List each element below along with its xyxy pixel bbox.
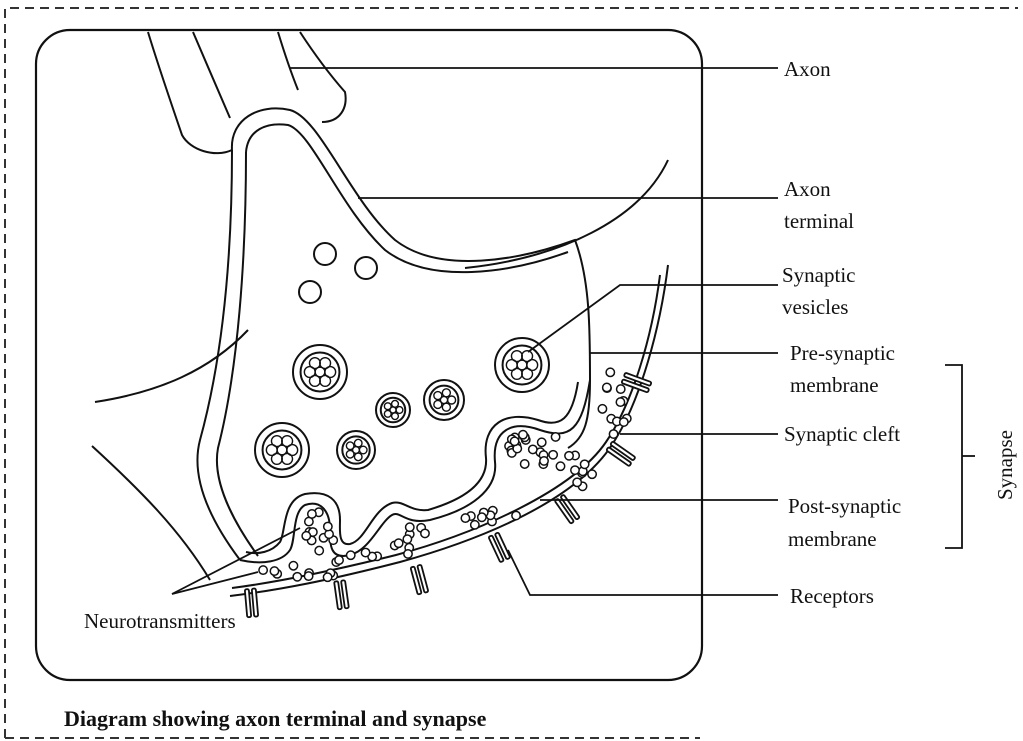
neurotransmitter-dot: [512, 511, 520, 519]
neurotransmitter-dot: [510, 437, 518, 445]
neurotransmitter-dot: [549, 451, 557, 459]
label-synaptic-vesicles-1: Synaptic: [782, 263, 856, 287]
neurotransmitter-dot: [361, 548, 369, 556]
pre-synaptic-membrane: [240, 380, 590, 562]
neurotransmitter-dot: [573, 478, 581, 486]
neurotransmitter-dot: [551, 433, 559, 441]
axon-terminal: [197, 108, 590, 560]
neurotransmitter-dot: [323, 573, 331, 581]
neurotransmitter-dot: [471, 521, 479, 529]
neurotransmitter-dot: [556, 462, 564, 470]
neurotransmitter-dot: [609, 430, 617, 438]
neurotransmitter-dot: [519, 431, 527, 439]
neurotransmitter-dot: [478, 513, 486, 521]
neurotransmitter-dot: [529, 445, 537, 453]
receptor: [488, 532, 510, 562]
neurotransmitter-dot: [616, 398, 624, 406]
synaptic-vesicle: [376, 393, 410, 427]
synaptic-vesicle: [255, 423, 309, 477]
axon: [148, 32, 346, 153]
label-axon: Axon: [784, 57, 831, 81]
neurotransmitter-dot: [421, 529, 429, 537]
post-synaptic-membrane: [230, 265, 668, 596]
label-synapse: Synapse: [993, 430, 1017, 500]
synaptic-vesicle: [293, 345, 347, 399]
neurotransmitter-dot: [289, 562, 297, 570]
receptors: [245, 373, 652, 618]
receptor: [411, 565, 429, 595]
synaptic-vesicle: [424, 380, 464, 420]
neurotransmitter-dot: [259, 566, 267, 574]
label-pre-synaptic-2: membrane: [790, 373, 879, 397]
neurotransmitter-dot: [308, 510, 316, 518]
neurotransmitter-dot: [404, 550, 412, 558]
receptor: [334, 580, 349, 609]
receptor: [555, 495, 580, 524]
neurotransmitter-dot: [304, 572, 312, 580]
neurotransmitter-dot: [571, 466, 579, 474]
neurotransmitter-dot: [347, 551, 355, 559]
synaptic-vesicles: [255, 243, 549, 477]
neurotransmitter-dot: [270, 567, 278, 575]
neurotransmitter-dot: [403, 535, 411, 543]
label-post-synaptic-2: membrane: [788, 527, 877, 551]
neurotransmitter-dot: [394, 539, 402, 547]
synaptic-vesicle: [495, 338, 549, 392]
diagram-caption: Diagram showing axon terminal and synaps…: [64, 706, 487, 731]
neurotransmitter-dot: [565, 452, 573, 460]
synaptic-vesicle: [337, 431, 375, 469]
neighbouring-cells: [92, 160, 668, 580]
neurotransmitter-dot: [520, 460, 528, 468]
synaptic-vesicle: [314, 243, 336, 265]
neurotransmitter-dot: [598, 405, 606, 413]
neurotransmitter-dot: [580, 460, 588, 468]
neurotransmitter-dot: [606, 368, 614, 376]
neurotransmitter-dot: [315, 546, 323, 554]
label-receptors: Receptors: [790, 584, 874, 608]
neurotransmitter-dot: [335, 556, 343, 564]
synaptic-vesicle: [299, 281, 321, 303]
synaptic-vesicle: [355, 257, 377, 279]
neurotransmitter-dot: [324, 522, 332, 530]
label-axon-terminal-1: Axon: [784, 177, 831, 201]
neurotransmitter-dot: [588, 470, 596, 478]
neurotransmitter-dot: [406, 523, 414, 531]
neurotransmitter-dot: [461, 514, 469, 522]
label-synaptic-vesicles-2: vesicles: [782, 295, 848, 319]
label-neurotransmitters: Neurotransmitters: [84, 609, 236, 633]
label-synaptic-cleft: Synaptic cleft: [784, 422, 900, 446]
neurotransmitter-dot: [603, 383, 611, 391]
label-axon-terminal-2: terminal: [784, 209, 854, 233]
receptor: [245, 588, 258, 617]
label-post-synaptic-1: Post-synaptic: [788, 494, 901, 518]
neurotransmitter-dot: [293, 573, 301, 581]
neurotransmitter-dot: [538, 438, 546, 446]
neurotransmitter-dot: [302, 532, 310, 540]
diagram-frame: [36, 30, 702, 680]
label-pre-synaptic-1: Pre-synaptic: [790, 341, 895, 365]
receptor: [606, 441, 635, 466]
neurotransmitters: [259, 368, 631, 581]
neurotransmitter-dot: [617, 385, 625, 393]
neurotransmitter-dot: [620, 418, 628, 426]
neurotransmitter-dot: [540, 457, 548, 465]
